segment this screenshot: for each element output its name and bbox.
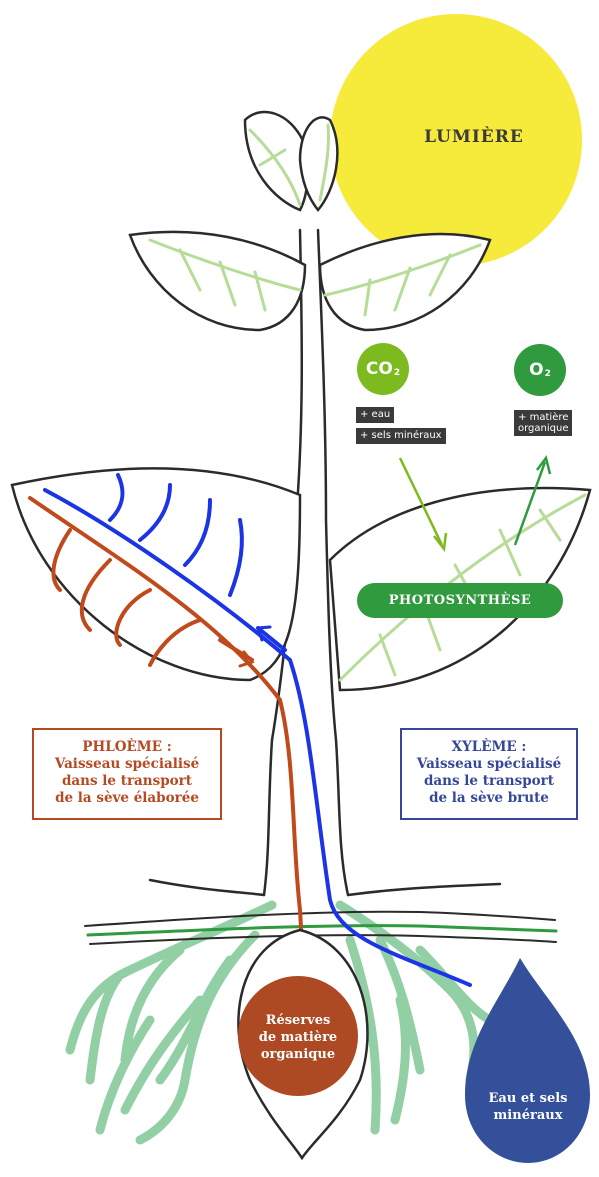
o2-subscript: 2 xyxy=(545,369,551,379)
reserves-line-3: organique xyxy=(238,1046,358,1063)
phloeme-label: PHLOÈME : Vaisseau spécialisé dans le tr… xyxy=(32,728,222,820)
xyleme-label: XYLÈME : Vaisseau spécialisé dans le tra… xyxy=(400,728,578,820)
phloeme-line-1: Vaisseau spécialisé xyxy=(34,756,220,773)
phloeme-line-2: dans le transport xyxy=(34,773,220,790)
phloeme-title: PHLOÈME : xyxy=(34,739,220,756)
photosynthesis-label: PHOTOSYNTHÈSE xyxy=(357,583,563,618)
reserves-line-2: de matière xyxy=(238,1029,358,1046)
co2-formula: CO xyxy=(366,359,393,379)
reserves-line-1: Réserves xyxy=(238,1012,358,1029)
xyleme-line-1: Vaisseau spécialisé xyxy=(402,756,576,773)
input-water-tag: + eau xyxy=(356,407,394,423)
water-drop xyxy=(465,958,590,1163)
water-line-1: Eau et sels xyxy=(468,1090,588,1107)
reserves-label: Réserves de matière organique xyxy=(238,1012,358,1063)
input-minerals-tag: + sels minéraux xyxy=(356,428,446,444)
sun-label: LUMIÈRE xyxy=(414,127,534,147)
o2-formula: O xyxy=(529,360,543,380)
water-line-2: minéraux xyxy=(468,1107,588,1124)
co2-subscript: 2 xyxy=(394,368,400,378)
xyleme-title: XYLÈME : xyxy=(402,739,576,756)
xyleme-line-2: dans le transport xyxy=(402,773,576,790)
water-label: Eau et sels minéraux xyxy=(468,1090,588,1124)
output-line-2: organique xyxy=(518,423,568,434)
phloeme-line-3: de la sève élaborée xyxy=(34,790,220,807)
xyleme-line-3: de la sève brute xyxy=(402,790,576,807)
output-organic-tag: + matière organique xyxy=(514,410,572,436)
output-line-1: + matière xyxy=(518,412,568,423)
